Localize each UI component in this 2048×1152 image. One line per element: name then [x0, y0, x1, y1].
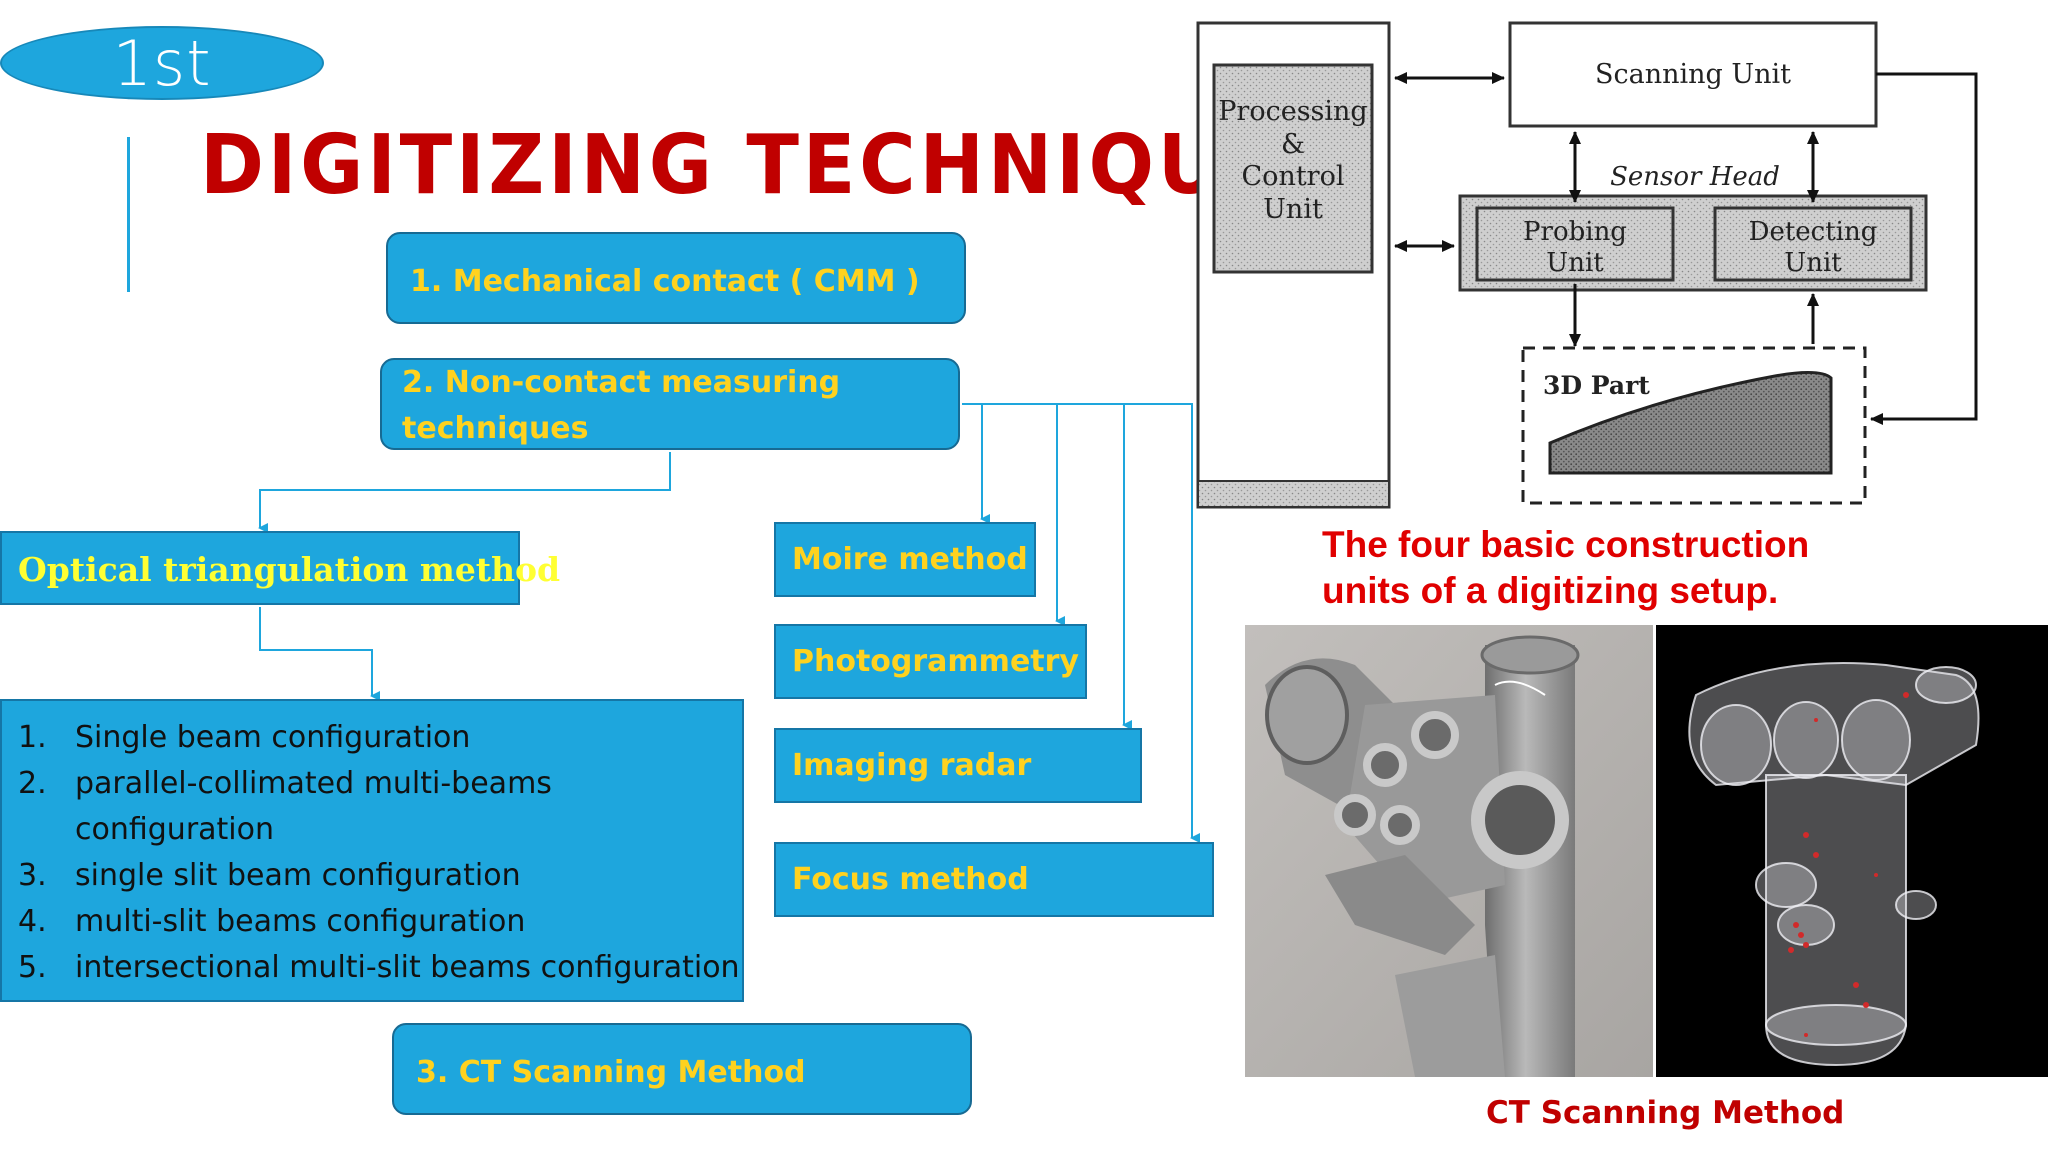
ct-scan-render [1656, 625, 2048, 1077]
optical-triangulation-label: Optical triangulation method [18, 550, 561, 589]
list-item-number: 4. [18, 904, 47, 939]
ct-caption: CT Scanning Method [1486, 1095, 1845, 1131]
digitizing-setup-diagram: Processing & Control Unit Scanning Unit … [1196, 21, 1978, 509]
technique-noncontact-line1: 2. Non-contact measuring [402, 365, 841, 400]
technique-ct-scanning: 3. CT Scanning Method [392, 1023, 972, 1115]
processing-label-line3: Control [1242, 161, 1345, 192]
list-item: configuration [2, 807, 742, 853]
probing-label-line1: Probing [1523, 217, 1627, 247]
list-item: 2. parallel-collimated multi-beams [2, 761, 742, 807]
processing-column-base [1197, 480, 1390, 508]
sensor-head-label: Sensor Head [1610, 162, 1780, 192]
list-item-text: multi-slit beams configuration [75, 904, 526, 939]
setup-caption-line2: units of a digitizing setup. [1322, 570, 1779, 611]
list-item-number: 5. [18, 950, 47, 985]
arrow-scanning-part [1870, 72, 1978, 425]
setup-caption: The four basic construction units of a d… [1322, 522, 2022, 614]
badge-text: 1st [112, 26, 212, 100]
list-item-text: configuration [75, 812, 274, 847]
ct-part-photo [1245, 625, 1653, 1077]
detecting-label-line1: Detecting [1749, 217, 1878, 247]
method-focus: Focus method [774, 842, 1214, 917]
list-item-number [2, 807, 75, 853]
list-item-text: Single beam configuration [75, 720, 471, 755]
method-focus-label: Focus method [792, 862, 1029, 897]
list-item: 4. multi-slit beams configuration [2, 899, 742, 945]
configuration-list: 1. Single beam configuration 2. parallel… [0, 699, 744, 1002]
technique-mechanical-contact: 1. Mechanical contact ( CMM ) [386, 232, 966, 324]
technique-noncontact-line2: techniques [402, 411, 589, 446]
connector-optical-to-configs [259, 607, 380, 701]
slide-number-badge: 1st [0, 26, 324, 100]
processing-control-unit [1212, 63, 1374, 274]
processing-label-line4: Unit [1263, 194, 1323, 225]
list-item-number: 3. [18, 858, 47, 893]
technique-mechanical-label: 1. Mechanical contact ( CMM ) [410, 264, 920, 299]
processing-label-line1: Processing [1218, 96, 1367, 127]
3d-part-shape [1548, 371, 1833, 475]
method-moire-label: Moire method [792, 542, 1028, 577]
detecting-label-line2: Unit [1784, 248, 1842, 278]
technique-ct-label: 3. CT Scanning Method [416, 1055, 806, 1090]
list-item-text: single slit beam configuration [75, 858, 521, 893]
technique-non-contact: 2. Non-contact measuring techniques [380, 358, 960, 450]
method-radar-label: Imaging radar [792, 748, 1032, 783]
connector-noncontact-to-optical [258, 452, 671, 533]
probing-unit [1475, 206, 1675, 282]
metal-housing-image [1245, 625, 1653, 1077]
list-item-number: 1. [18, 720, 47, 755]
optical-triangulation-box: Optical triangulation method [0, 531, 560, 605]
scanning-unit-label: Scanning Unit [1595, 59, 1791, 90]
3d-part-label: 3D Part [1543, 371, 1650, 400]
list-item-text: intersectional multi-slit beams configur… [75, 950, 740, 985]
3d-part-region [1521, 346, 1867, 505]
accent-divider [127, 137, 130, 292]
processing-label-line2: & [1281, 129, 1305, 160]
method-photogrammetry: Photogrammetry [774, 624, 1087, 699]
method-imaging-radar: Imaging radar [774, 728, 1142, 803]
list-item: 3. single slit beam configuration [2, 853, 742, 899]
list-item-number: 2. [18, 766, 47, 801]
probing-label-line2: Unit [1546, 248, 1604, 278]
method-moire: Moire method [774, 522, 1036, 597]
detecting-unit [1713, 206, 1913, 282]
setup-caption-line1: The four basic construction [1322, 524, 1810, 565]
list-item: 5. intersectional multi-slit beams confi… [2, 945, 742, 991]
slide-title: DIGITIZING TECHNIQUES [200, 118, 1340, 213]
method-photogrammetry-label: Photogrammetry [792, 644, 1079, 679]
list-item-text: parallel-collimated multi-beams [75, 766, 552, 801]
ct-xray-image [1656, 625, 2048, 1077]
list-item: 1. Single beam configuration [2, 715, 742, 761]
